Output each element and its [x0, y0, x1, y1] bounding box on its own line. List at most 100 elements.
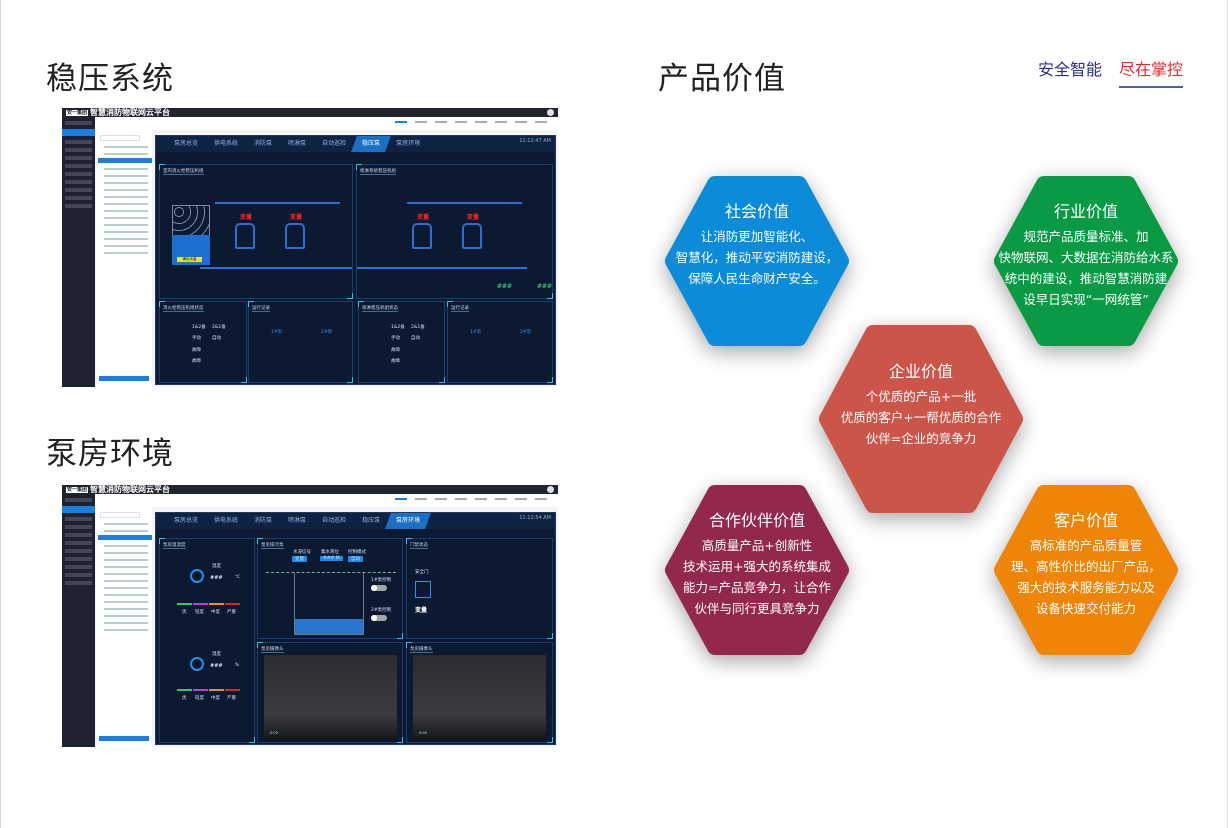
label: 高标准的产品质量管 — [1029, 538, 1143, 553]
tab-environment[interactable]: 泵房环境 — [396, 140, 421, 147]
label: 快物联网、大数据在消防给水系 — [998, 250, 1174, 265]
avatar[interactable] — [547, 486, 554, 493]
label: ℃ — [235, 575, 241, 580]
tabs: 泵房总览 供电系统 消防泵 喷淋泵 自动巡检 稳压泵 泵房环境 — [156, 136, 555, 152]
tab-inspection[interactable]: 自动巡检 — [322, 140, 347, 147]
tab-power[interactable]: 供电系统 — [214, 517, 239, 524]
pump1-toggle[interactable] — [371, 585, 387, 591]
label: 湿度 — [212, 652, 221, 657]
label: 智慧化，推动平安消防建设， — [675, 250, 839, 265]
label: 门禁状态 — [410, 543, 428, 549]
label: 2&1备 — [212, 325, 226, 330]
label: ### — [210, 575, 223, 581]
label: 变量 — [290, 214, 303, 221]
app-header: 安一集团智慧消防物联网云平台 — [62, 485, 558, 494]
thermometer-icon — [190, 569, 204, 583]
label: 自动 — [411, 336, 420, 341]
hex-title: 合作伙伴价值 — [708, 511, 805, 530]
hexagon-shape — [665, 176, 849, 346]
label: 手动 — [192, 336, 201, 341]
label: 1#泵 — [271, 330, 283, 335]
label: 泵房温湿度 — [163, 543, 186, 549]
label: 个优质的产品+一批 — [865, 389, 977, 404]
panel-run-log-2: 运行记录 1#泵 2#泵 — [447, 301, 553, 383]
clock: 11:12:54 AM — [519, 515, 551, 521]
hex-industry-value: 行业价值规范产品质量标准、加快物联网、大数据在消防给水系统中的建设，推动智慧消防… — [990, 176, 1182, 346]
video-player[interactable]: 0:00 — [413, 655, 546, 740]
panel-door: 门禁状态 安全门 变量 — [406, 538, 553, 639]
label: 0:00 — [270, 731, 278, 735]
label: 泵房排污泵 — [261, 543, 284, 549]
label: 手动 — [391, 336, 400, 341]
hex-partner-value: 合作伙伴价值高质量产品+创新性技术运用+强大的系统集成能力=产品竞争力，让合作伙… — [661, 485, 853, 655]
dashboard-main: 泵房总览 供电系统 消防泵 喷淋泵 自动巡检 稳压泵 泵房环境 11:12:47… — [155, 135, 556, 385]
tab-overview[interactable]: 泵房总览 — [174, 517, 199, 524]
video-player[interactable]: 0:00 — [264, 655, 397, 740]
clock: 11:12:47 AM — [519, 138, 551, 144]
logo: 安一集团 — [66, 486, 89, 493]
label: 变量 — [415, 607, 428, 614]
label: 稳压泵 — [362, 140, 381, 147]
tree-button[interactable] — [99, 376, 149, 381]
label: 故障 — [192, 359, 201, 364]
label: % — [235, 663, 240, 668]
pump-room-screenshot: 安一集团智慧消防物联网云平台 泵房总览 供电系统 消防泵 喷淋泵 自动巡检 稳压… — [62, 485, 558, 747]
label: 技术运用+强大的系统集成 — [683, 559, 831, 574]
label: ### M — [320, 556, 343, 561]
tab-sprinkler[interactable]: 喷淋泵 — [288, 517, 307, 524]
label: 保障人民生命财产安全。 — [688, 271, 826, 286]
label: 控制模式 — [348, 550, 366, 555]
tab-pressure[interactable]: 稳压泵 — [362, 517, 381, 524]
label: 2&1备 — [411, 325, 425, 330]
label: 2#泵控制 — [371, 608, 392, 613]
label: 变量 — [240, 214, 253, 221]
logo: 安一集团 — [66, 109, 89, 116]
label: 故障 — [192, 348, 201, 353]
top-nav — [95, 117, 558, 130]
panel-temp-humidity: 泵房温湿度 温度 ### ℃ 优轻度中度严重 湿度 ### % 优轻度中度严重 — [159, 538, 255, 743]
section-title-value: 产品价值 — [658, 61, 786, 97]
label: ### — [497, 283, 513, 290]
tab-power[interactable]: 供电系统 — [214, 140, 239, 147]
avatar[interactable] — [547, 109, 554, 116]
label: 消火栓稳压机组状态 — [163, 306, 204, 312]
label: 水浸信号 — [293, 550, 311, 555]
label: 强大的技术服务能力以及 — [1017, 580, 1155, 595]
app-title: 智慧消防物联网云平台 — [90, 108, 171, 117]
label: 变量 — [417, 214, 430, 221]
tab-fire-pump[interactable]: 消防泵 — [254, 140, 273, 147]
tab-inspection[interactable]: 自动巡检 — [322, 517, 347, 524]
tagline-b: 尽在掌控 — [1119, 60, 1184, 79]
sidebar — [62, 494, 95, 747]
tab-sprinkler[interactable]: 喷淋泵 — [288, 140, 307, 147]
tab-pressure[interactable]: 稳压泵 — [351, 136, 392, 152]
hex-title: 企业价值 — [888, 362, 953, 381]
label: 1#泵 — [470, 330, 482, 335]
label: 1&2备 — [391, 325, 405, 330]
hexagon-shape — [994, 176, 1178, 346]
tab-fire-pump[interactable]: 消防泵 — [254, 517, 273, 524]
label: 伙伴=企业的竞争力 — [865, 431, 977, 446]
label: 设早日实现“一网统管” — [1023, 292, 1149, 307]
label: 运行记录 — [451, 306, 469, 312]
tree-button[interactable] — [99, 736, 149, 741]
tab-environment[interactable]: 泵房环境 — [385, 513, 432, 529]
label: 泵房摄像头 — [410, 647, 433, 653]
device-tree — [96, 507, 152, 747]
tank-button[interactable]: 满出水量 — [177, 257, 202, 262]
label: 安全门 — [415, 570, 429, 575]
tab-overview[interactable]: 泵房总览 — [174, 140, 199, 147]
label: 优质的客户+一帮优质的合作 — [840, 410, 1002, 425]
label: 2#泵 — [520, 330, 532, 335]
pump2-toggle[interactable] — [371, 615, 387, 621]
hex-title: 社会价值 — [724, 202, 789, 221]
label: 优 — [182, 610, 187, 615]
panel-camera-2: 泵房摄像头 0:00 — [406, 642, 553, 743]
app-header: 安一集团智慧消防物联网云平台 — [62, 108, 558, 117]
label: 故障 — [391, 348, 400, 353]
tagline-underline — [1119, 86, 1183, 88]
label: 变量 — [467, 214, 480, 221]
label: 严重 — [227, 696, 236, 701]
